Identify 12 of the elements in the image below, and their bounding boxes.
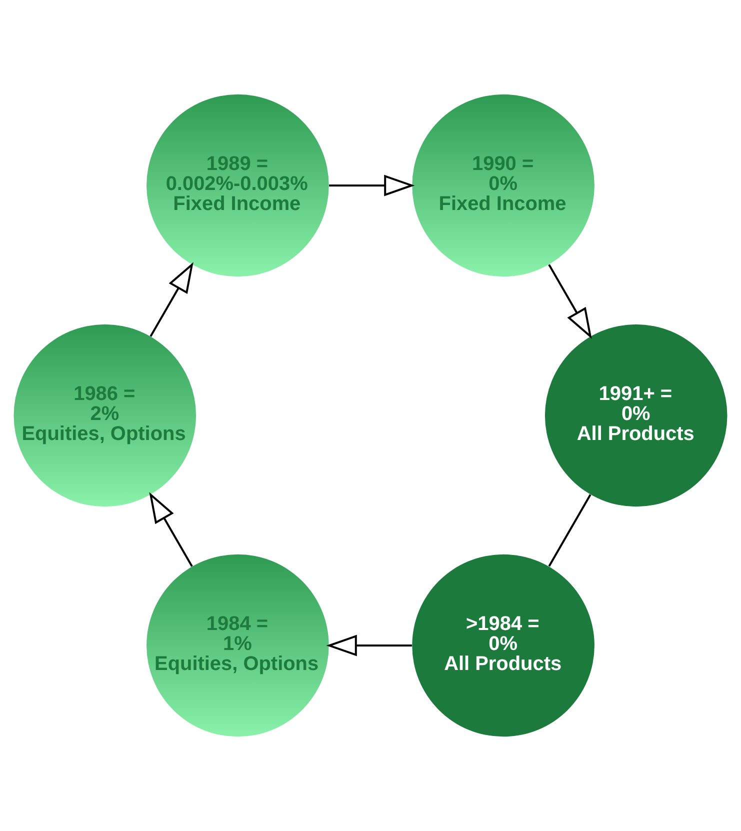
node-circle: 1986 = 2% Equities, Options — [14, 324, 196, 507]
arrow — [329, 174, 415, 196]
connector — [548, 494, 592, 567]
arrow — [149, 492, 193, 567]
node-circle: 1991+ = 0% All Products — [544, 324, 728, 507]
node-circle: 1990 = 0% Fixed Income — [412, 94, 594, 277]
node-circle: 1984 = 1% Equities, Options — [146, 554, 329, 737]
arrow — [548, 264, 592, 339]
node-circle: 1989 = 0.002%-0.003% Fixed Income — [146, 94, 329, 277]
node-circle: >1984 = 0% All Products — [412, 554, 594, 737]
arrow — [326, 634, 412, 656]
arrow — [150, 262, 194, 337]
